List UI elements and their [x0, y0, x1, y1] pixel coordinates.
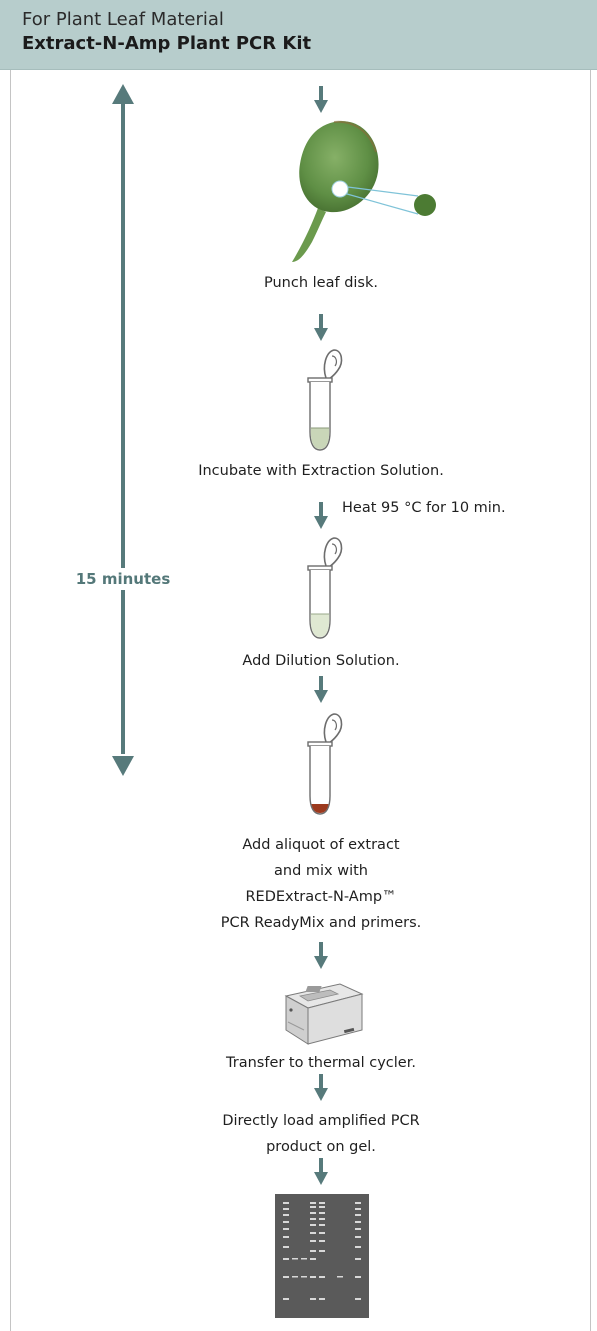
step-add-aliquot-line-1: Add aliquot of extract: [242, 837, 400, 853]
tube-extract-illustration: [307, 713, 343, 815]
tube-extraction-illustration: [307, 349, 343, 451]
tube-dilution-illustration: [307, 537, 343, 639]
gel-electrophoresis-illustration: [275, 1194, 369, 1318]
step-transfer-thermal-cycler: Transfer to thermal cycler.: [226, 1055, 416, 1071]
flow-arrow-3: [314, 502, 328, 529]
flow-arrow-5: [314, 942, 328, 969]
step-add-aliquot-line-3: REDExtract-N-Amp™: [245, 889, 397, 905]
flow-arrow-4: [314, 676, 328, 703]
flow-arrow-1: [314, 86, 328, 113]
step-add-aliquot-line-2: and mix with: [274, 863, 368, 879]
right-frame-line: [590, 70, 591, 1331]
timeline-up-arrowhead: [112, 84, 134, 104]
step-add-aliquot-line-4: PCR ReadyMix and primers.: [220, 915, 422, 931]
header-band: For Plant Leaf Material Extract-N-Amp Pl…: [0, 0, 597, 70]
header-title: Extract-N-Amp Plant PCR Kit: [22, 33, 312, 54]
left-frame-line: [10, 70, 11, 1331]
note-heat: Heat 95 °C for 10 min.: [342, 500, 506, 516]
step-load-gel-line-1: Directly load amplified PCR: [222, 1113, 420, 1129]
header-subtitle: For Plant Leaf Material: [22, 9, 224, 30]
step-punch-leaf-disk: Punch leaf disk.: [264, 275, 378, 291]
timeline-shaft: [121, 98, 125, 754]
step-incubate-extraction: Incubate with Extraction Solution.: [198, 463, 444, 479]
flow-arrow-7: [314, 1158, 328, 1185]
timeline-down-arrowhead: [112, 756, 134, 776]
leaf-disk-illustration: [292, 120, 436, 262]
step-load-gel-line-2: product on gel.: [266, 1139, 376, 1155]
flow-arrow-6: [314, 1074, 328, 1101]
thermal-cycler-illustration: [284, 983, 364, 1045]
step-add-dilution: Add Dilution Solution.: [242, 653, 400, 669]
timeline-label: 15 minutes: [20, 568, 226, 590]
flow-arrow-2: [314, 314, 328, 341]
